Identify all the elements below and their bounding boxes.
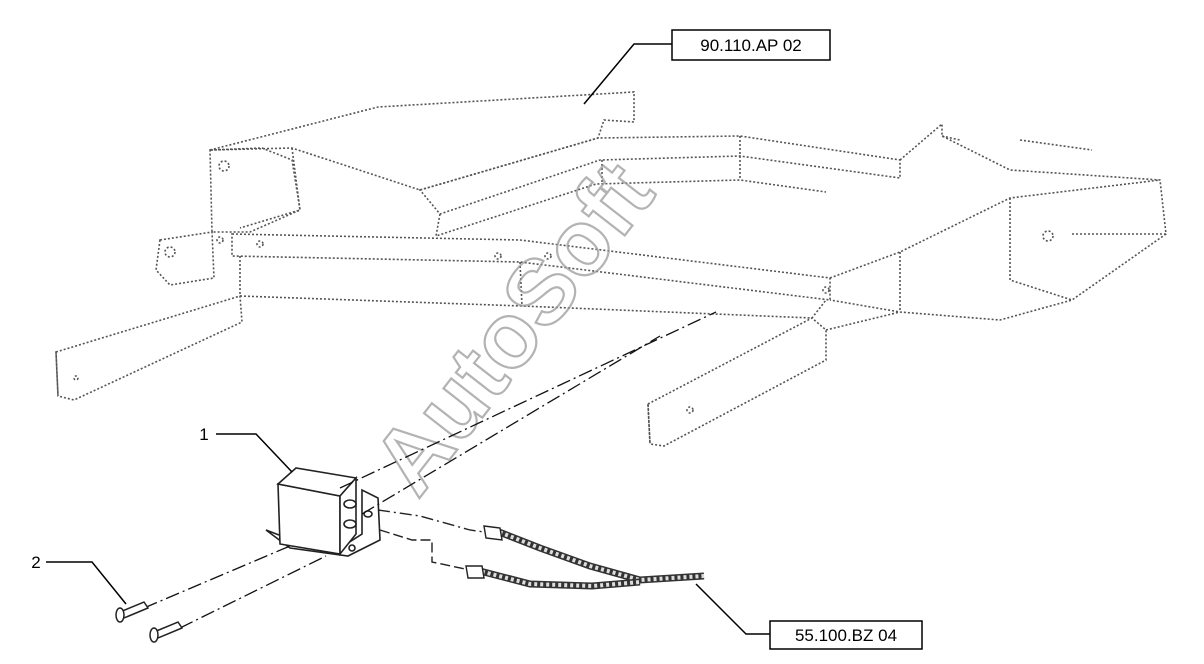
leader-lines [46, 43, 770, 635]
callout-number-2: 2 [31, 553, 40, 572]
callout-number-1: 1 [199, 425, 208, 444]
assembly-lines [143, 311, 717, 629]
watermark-text: AutoSoft [353, 144, 672, 513]
callout-item-1: 1 [199, 425, 208, 444]
screw-upper [115, 601, 150, 623]
reference-label-top: 90.110.AP 02 [700, 36, 801, 55]
callout-item-2: 2 [31, 553, 40, 572]
chassis-frame [55, 91, 1167, 447]
screw-lower [149, 621, 184, 643]
reference-box-top[interactable]: 90.110.AP 02 [671, 29, 831, 61]
wiring-harness [377, 509, 705, 590]
reference-box-bottom[interactable]: 55.100.BZ 04 [769, 620, 923, 650]
relay-component [265, 467, 381, 557]
reference-label-bottom: 55.100.BZ 04 [795, 626, 897, 645]
screw-parts [115, 601, 184, 643]
